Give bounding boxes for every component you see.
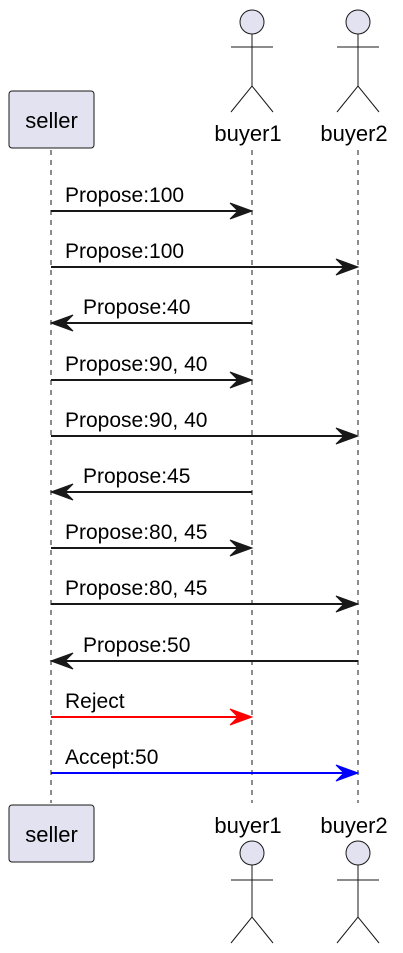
actor-label: buyer2 [320,813,387,838]
message: Propose:90, 40 [51,353,254,389]
arrowhead-icon [335,595,360,613]
message-label: Reject [65,690,125,713]
message-label: Propose:80, 45 [65,521,207,544]
message: Propose:100 [51,184,254,220]
message-label: Propose:100 [65,240,184,263]
message-label: Propose:90, 40 [65,409,207,432]
actor-buyer1-top: buyer1 [214,9,282,146]
participant-seller-top: seller [8,90,95,149]
participant-seller-bottom: seller [8,804,95,863]
actor-head-icon [239,840,265,866]
actor-head-icon [345,840,371,866]
arrowhead-icon [49,483,74,501]
message: Propose:50 [49,634,358,670]
actor-label: buyer2 [320,121,387,146]
arrowhead-icon [49,314,74,332]
actor-label: buyer1 [214,813,281,838]
actor-label: buyer1 [214,121,281,146]
actor-legs [230,85,274,113]
actor-legs [336,916,380,944]
messages: Propose:100Propose:100Propose:40Propose:… [49,184,360,782]
actor-legs [230,916,274,944]
message: Propose:45 [49,465,252,501]
actor-buyer2-top: buyer2 [320,9,388,146]
message: Propose:40 [49,296,252,332]
message: Propose:80, 45 [51,521,254,557]
arrowhead-icon [229,202,254,220]
message: Propose:100 [51,240,360,276]
message: Propose:80, 45 [51,577,360,613]
actor-head-icon [239,9,265,35]
arrowhead-icon [49,652,74,670]
message-label: Propose:100 [65,184,184,207]
message: Reject [51,690,254,726]
arrowhead-icon [229,708,254,726]
actor-legs [336,85,380,113]
arrowhead-icon [335,427,360,445]
arrowhead-icon [335,258,360,276]
participant-label: seller [25,108,78,133]
actor-buyer2-bottom: buyer2 [320,813,388,944]
message-label: Propose:45 [83,465,190,488]
message: Propose:90, 40 [51,409,360,445]
participant-box [8,804,95,863]
message-label: Propose:40 [83,296,190,319]
arrowhead-icon [229,371,254,389]
participant-box [8,90,95,149]
arrowhead-icon [229,539,254,557]
actor-buyer1-bottom: buyer1 [214,813,282,944]
message-label: Propose:50 [83,634,190,657]
message-label: Accept:50 [65,746,158,769]
message-label: Propose:80, 45 [65,577,207,600]
message: Accept:50 [51,746,360,782]
arrowhead-icon [335,764,360,782]
message-label: Propose:90, 40 [65,353,207,376]
participant-label: seller [25,822,78,847]
actor-head-icon [345,9,371,35]
